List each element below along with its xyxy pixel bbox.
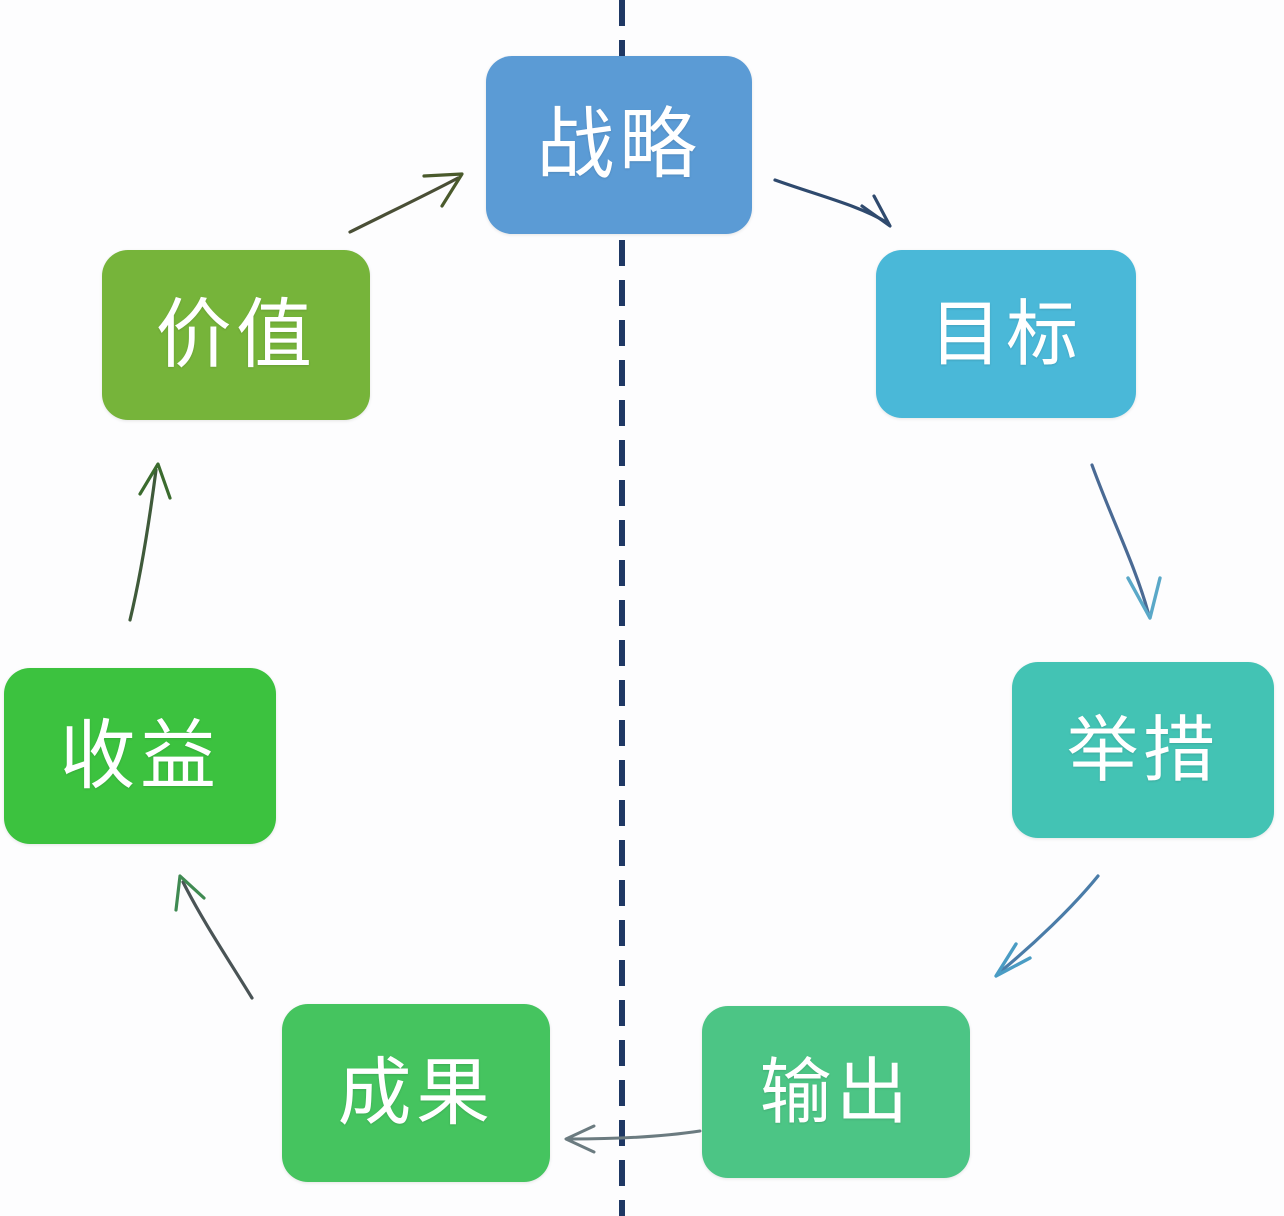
node-output[interactable]: 输出 (702, 1006, 970, 1178)
node-strategy-label: 战略 (536, 100, 702, 190)
node-strategy[interactable]: 战略 (486, 56, 752, 234)
node-value-label: 价值 (155, 290, 317, 379)
arrow-goal-to-measure (1090, 463, 1162, 620)
arrow-result-to-benefit (174, 874, 254, 1000)
node-result-label: 成果 (337, 1050, 495, 1136)
node-measure[interactable]: 举措 (1012, 662, 1274, 838)
arrow-measure-to-output (994, 874, 1100, 978)
node-goal[interactable]: 目标 (876, 250, 1136, 418)
arrow-benefit-to-value (128, 462, 172, 622)
node-measure-label: 举措 (1066, 708, 1220, 792)
arrow-value-to-strategy (348, 172, 464, 234)
arrow-strategy-to-goal (773, 178, 892, 228)
node-value[interactable]: 价值 (102, 250, 370, 420)
node-result[interactable]: 成果 (282, 1004, 550, 1182)
node-output-label: 输出 (759, 1050, 913, 1134)
arrow-output-to-result (564, 1124, 702, 1154)
node-benefit[interactable]: 收益 (4, 668, 276, 844)
node-goal-label: 目标 (929, 292, 1083, 376)
node-benefit-label: 收益 (59, 711, 221, 800)
